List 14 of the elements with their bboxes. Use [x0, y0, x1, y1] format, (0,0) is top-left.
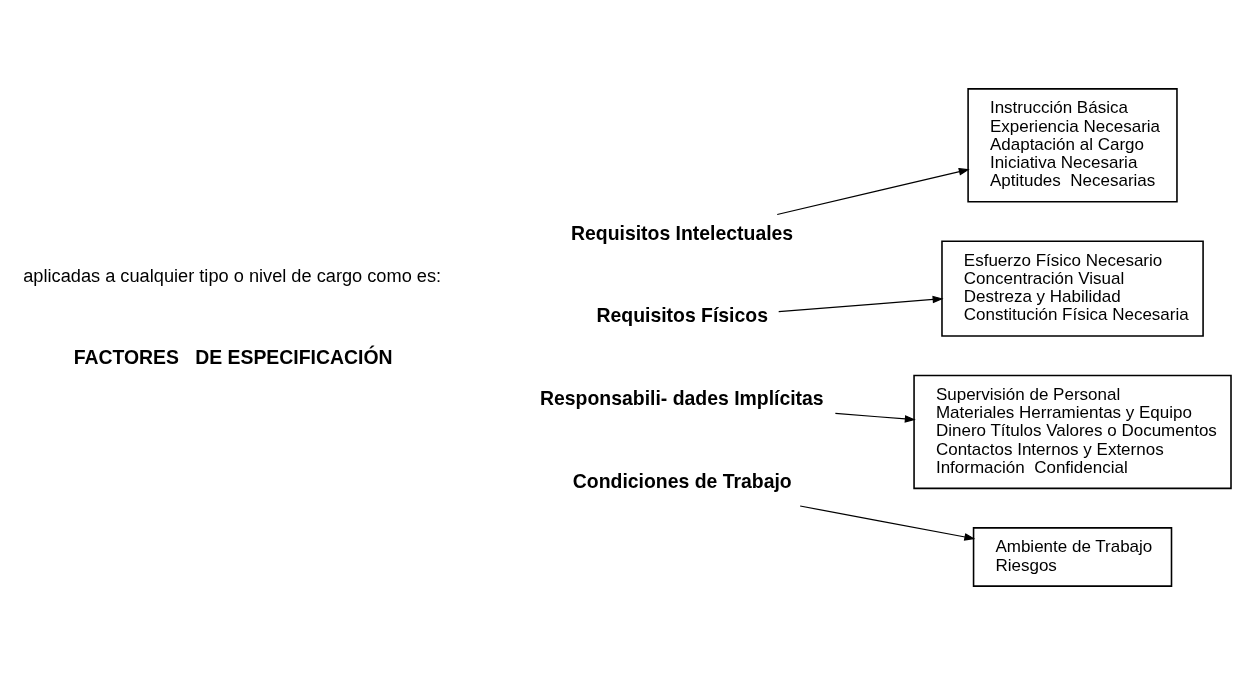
arrow: [778, 295, 944, 313]
node-text: Requisitos Físicos: [596, 304, 768, 327]
arrow: [799, 505, 976, 541]
node-box: Supervisión de Personal Materiales Herramientas y Equipo Dinero Títulos Valores o Documentos Contactos Internos y Externos Información Confidencial: [913, 374, 1232, 490]
node-box: Ambiente de Trabajo Riesgos: [972, 527, 1173, 587]
label: FACTORES DE ESPECIFICACIÓN: [73, 345, 393, 368]
node-box: Instrucción Básica Experiencia Necesaria Adaptación al Cargo Iniciativa Necesaria Aptitudes Necesarias: [967, 88, 1178, 203]
arrow: [776, 168, 970, 216]
node-text: Condiciones de Trabajo: [572, 469, 792, 492]
arrow: [834, 412, 916, 423]
label: aplicadas a cualquier tipo o nivel de cargo como es:: [23, 265, 442, 286]
node-text: Responsabili- dades Implícitas: [540, 386, 824, 409]
node-box: Esfuerzo Físico Necesario Concentración Visual Destreza y Habilidad Constitución Física Necesaria: [941, 240, 1204, 337]
node-text: Requisitos Intelectuales: [571, 221, 794, 244]
